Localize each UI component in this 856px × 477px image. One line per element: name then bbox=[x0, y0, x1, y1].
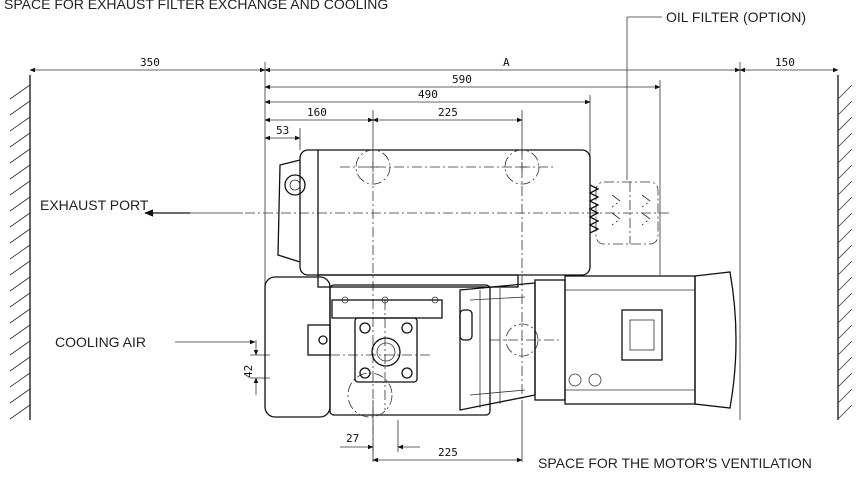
center-lines bbox=[245, 150, 670, 455]
pump-housing bbox=[277, 149, 591, 288]
motor bbox=[534, 271, 737, 409]
cooling-air-label: COOLING AIR bbox=[55, 334, 146, 350]
left-wall bbox=[9, 75, 31, 420]
dimension-lines bbox=[29, 67, 839, 463]
dim-a: A bbox=[503, 56, 510, 69]
dim-225-top: 225 bbox=[438, 106, 458, 119]
dimension-texts: 350 A 150 590 490 160 225 53 42 27 225 bbox=[140, 56, 795, 459]
dim-27: 27 bbox=[346, 432, 359, 445]
right-wall bbox=[837, 75, 853, 420]
annotation-leaders bbox=[144, 16, 662, 345]
flange-block bbox=[331, 296, 443, 383]
oil-filter-label: OIL FILTER (OPTION) bbox=[666, 9, 806, 25]
dim-590: 590 bbox=[452, 73, 472, 86]
dim-160: 160 bbox=[307, 106, 327, 119]
coupling bbox=[459, 282, 539, 411]
dim-225-bottom: 225 bbox=[438, 446, 458, 459]
top-note-label: SPACE FOR EXHAUST FILTER EXCHANGE AND CO… bbox=[4, 0, 388, 12]
dim-150: 150 bbox=[775, 56, 795, 69]
dim-53: 53 bbox=[276, 124, 289, 137]
dim-42: 42 bbox=[242, 365, 255, 378]
dim-350: 350 bbox=[140, 56, 160, 69]
oil-filter bbox=[588, 181, 659, 245]
motor-ventilation-label: SPACE FOR THE MOTOR'S VENTILATION bbox=[538, 455, 812, 471]
dim-490: 490 bbox=[418, 88, 438, 101]
fan-cover bbox=[264, 276, 491, 418]
exhaust-port-label: EXHAUST PORT bbox=[40, 197, 149, 213]
